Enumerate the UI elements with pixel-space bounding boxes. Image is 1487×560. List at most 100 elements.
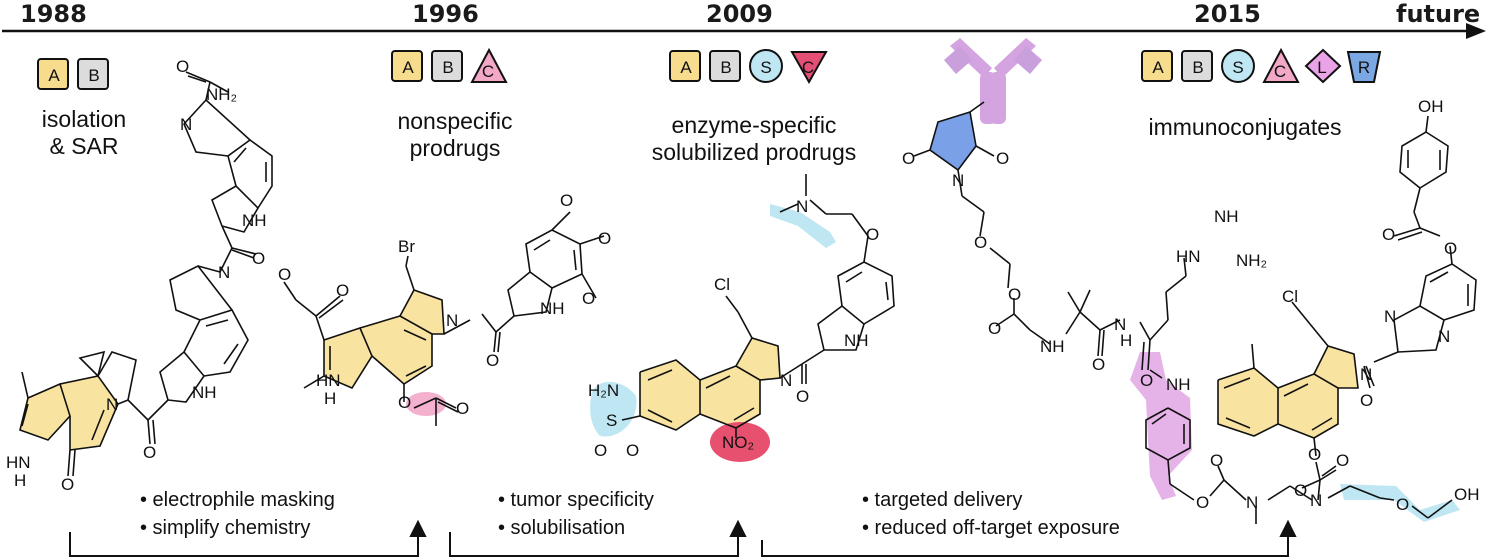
maleimide-linker — [913, 101, 1187, 357]
atom-n: N — [106, 395, 118, 414]
atom-n: N — [180, 115, 192, 134]
badge-letter: A — [680, 58, 692, 77]
stage-label-line: & SAR — [49, 133, 119, 159]
atom-o: O — [1360, 391, 1373, 410]
atom-o: O — [486, 351, 499, 370]
atom-h: H — [14, 471, 26, 490]
badge-letter: S — [1232, 58, 1243, 77]
stage-label-line: prodrugs — [409, 135, 501, 161]
badge-letter: B — [442, 58, 453, 77]
atom-o: O — [176, 57, 189, 76]
badge-letter: S — [760, 58, 771, 77]
badge-r: R — [1346, 51, 1382, 83]
badge-letter: B — [1192, 58, 1203, 77]
stage-label-1988: isolation & SAR — [4, 106, 164, 160]
atom-n: N — [1114, 315, 1126, 334]
bullet-item: • simplify chemistry — [140, 517, 311, 539]
atom-nh: NH — [1166, 375, 1191, 394]
badge-a: A — [391, 50, 423, 82]
stage-label-1996: nonspecific prodrugs — [370, 108, 540, 162]
stage-label-2009: enzyme-specific solubilized prodrugs — [624, 112, 884, 166]
atom-nh: NH — [192, 383, 217, 402]
badge-a: A — [669, 50, 701, 82]
atom-o: O — [143, 443, 156, 462]
bullet-item: • targeted delivery — [862, 489, 1023, 511]
badge-letter: B — [88, 66, 99, 85]
timeline-arrow-icon — [1466, 23, 1486, 39]
bullet-item: • solubilisation — [498, 517, 626, 539]
atom-o: O — [1396, 495, 1409, 514]
atom-n: N — [1310, 491, 1322, 510]
atom-o: O — [988, 319, 1001, 338]
atom-o: O — [1294, 481, 1307, 500]
transition-bullets-3: • targeted delivery • reduced off-target… — [862, 486, 1120, 542]
molecule-2009 — [590, 174, 895, 462]
atom-o: O — [626, 441, 639, 460]
atom-o: O — [598, 229, 611, 248]
stage-label-line: immunoconjugates — [1148, 114, 1342, 140]
atom-o: O — [560, 191, 573, 210]
atom-o: O — [61, 475, 74, 494]
year-1988: 1988 — [20, 0, 87, 28]
badge-letter: A — [48, 66, 60, 85]
atom-n: N — [796, 197, 808, 216]
year-2015: 2015 — [1194, 0, 1261, 28]
year-2009: 2009 — [706, 0, 773, 28]
atom-o: O — [1008, 285, 1021, 304]
atom-o: O — [1140, 371, 1153, 390]
bullet-item: • tumor specificity — [498, 489, 654, 511]
badge-letter: B — [720, 58, 731, 77]
atom-o: O — [594, 441, 607, 460]
stage-label-line: enzyme-specific — [671, 112, 837, 138]
atom-labels: NH₂ O N NH O N NH O N HN H O Br O O N O … — [6, 57, 1480, 514]
atom-oh: OH — [1418, 97, 1444, 116]
atom-o: O — [1336, 451, 1349, 470]
atom-o: O — [1210, 451, 1223, 470]
bullet-item: • reduced off-target exposure — [862, 517, 1120, 539]
badge-letter: C — [482, 62, 494, 81]
atom-hn: HN — [316, 371, 341, 390]
atom-nh: NH — [242, 211, 267, 230]
atom-o: O — [582, 289, 595, 308]
atom-s: S — [606, 411, 617, 430]
linker-highlight — [1130, 352, 1192, 500]
stage-label-line: solubilized prodrugs — [651, 139, 857, 165]
atom-cl: Cl — [1282, 287, 1298, 306]
year-1996: 1996 — [412, 0, 479, 28]
atom-o: O — [996, 149, 1009, 168]
atom-n: N — [1246, 493, 1258, 512]
atom-o: O — [278, 265, 291, 284]
molecule-1988 — [19, 71, 273, 477]
stage-label-line: isolation — [41, 106, 127, 132]
atom-n: N — [218, 263, 230, 282]
stage-label-2015: immunoconjugates — [1130, 114, 1360, 141]
transition-bullets-1: • electrophile masking • simplify chemis… — [140, 486, 335, 542]
badge-letter: A — [402, 58, 414, 77]
badges-1996: A B C — [390, 47, 540, 84]
atom-nh: NH — [1214, 207, 1239, 226]
atom-o: O — [1092, 355, 1105, 374]
molecule-1996 — [283, 211, 605, 426]
molecule-2015 — [1217, 115, 1477, 519]
year-future: future — [1396, 0, 1481, 28]
badge-b: B — [431, 50, 463, 82]
badge-c: C — [470, 47, 508, 83]
atom-o: O — [902, 149, 915, 168]
badge-c: C — [790, 51, 828, 85]
cit-paba-linker — [1141, 339, 1313, 524]
atom-nh: NH — [540, 299, 565, 318]
atom-o: O — [974, 233, 987, 252]
badge-s: S — [1221, 49, 1255, 83]
badge-b: B — [1181, 50, 1213, 82]
atom-oh: OH — [1454, 485, 1480, 504]
atom-o: O — [1444, 239, 1457, 258]
transition-bullets-2: • tumor specificity • solubilisation — [498, 486, 654, 542]
atom-n: N — [1384, 307, 1396, 326]
atom-nh2: NH₂ — [1236, 251, 1267, 270]
atom-o: O — [1196, 493, 1209, 512]
badge-letter: C — [1274, 62, 1286, 81]
atom-hn: HN — [1176, 247, 1201, 266]
